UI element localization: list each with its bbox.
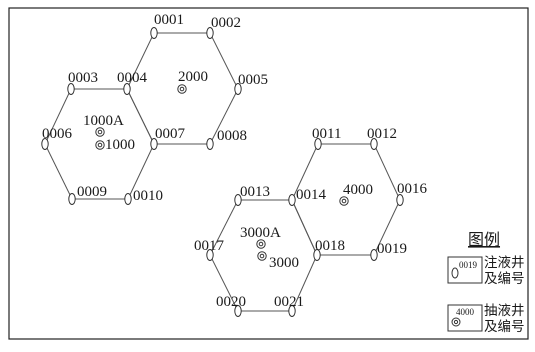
connection-0014-0011 xyxy=(291,143,319,201)
legend-injection-symbol-box xyxy=(447,256,483,284)
well-label-0014: 0014 xyxy=(296,187,327,203)
legend-injection-line1: 注液井 xyxy=(484,255,525,270)
well-label-3000A: 3000A xyxy=(240,225,281,241)
legend: 图例 0019 注液井 及编号 4000 抽液井 及编号 xyxy=(447,231,525,334)
connection-0017-0013 xyxy=(209,199,239,256)
well-label-0002: 0002 xyxy=(211,15,241,31)
connection-0016-0019 xyxy=(373,199,401,256)
legend-extraction-line1: 抽液井 xyxy=(484,303,525,318)
injection-well-0020 xyxy=(234,305,242,317)
injection-well-0013 xyxy=(234,194,242,206)
well-label-4000: 4000 xyxy=(343,182,373,198)
well-label-0019: 0019 xyxy=(377,241,407,257)
injection-well-0009 xyxy=(68,193,76,205)
connection-0004-0001 xyxy=(126,32,155,90)
extraction-well-3000 xyxy=(257,251,267,261)
legend-extraction-line2: 及编号 xyxy=(484,319,525,334)
well-label-0012: 0012 xyxy=(367,126,397,142)
injection-well-0017 xyxy=(206,249,214,261)
injection-well-0019 xyxy=(370,249,378,261)
well-label-0001: 0001 xyxy=(154,12,184,28)
well-label-1000: 1000 xyxy=(105,137,135,153)
connection-0020-0017 xyxy=(209,254,239,312)
extraction-well-3000A xyxy=(256,239,266,249)
injection-well-0012 xyxy=(370,138,378,150)
injection-well-0007 xyxy=(150,138,158,150)
injection-well-0014 xyxy=(288,194,296,206)
well-label-0018: 0018 xyxy=(315,238,345,254)
well-label-0017: 0017 xyxy=(194,238,225,254)
injection-well-0008 xyxy=(206,138,214,150)
well-label-0009: 0009 xyxy=(77,184,107,200)
injection-well-0002 xyxy=(206,27,214,39)
injection-well-0004 xyxy=(123,83,131,95)
extraction-well-1000 xyxy=(95,140,105,150)
well-label-0004: 0004 xyxy=(117,70,148,86)
well-label-0011: 0011 xyxy=(312,126,341,142)
injection-well-0018 xyxy=(313,249,321,261)
injection-well-0016 xyxy=(396,194,404,206)
well-label-0005: 0005 xyxy=(238,72,268,88)
well-label-2000: 2000 xyxy=(178,69,208,85)
connection-0005-0008 xyxy=(209,88,239,145)
connection-0018-0021 xyxy=(291,254,318,312)
well-label-0010: 0010 xyxy=(133,188,163,204)
legend-extraction-symbol-box xyxy=(447,304,483,332)
legend-extraction-code: 4000 xyxy=(456,307,475,317)
legend-injection-well-icon xyxy=(451,267,459,279)
extraction-well-1000A xyxy=(95,127,105,137)
well-label-0007: 0007 xyxy=(155,126,186,142)
extraction-well-4000 xyxy=(339,196,349,206)
well-label-0013: 0013 xyxy=(240,184,270,200)
connection-0006-0003 xyxy=(44,88,72,145)
well-label-0006: 0006 xyxy=(42,126,73,142)
injection-well-0001 xyxy=(150,27,158,39)
well-connections xyxy=(44,32,401,312)
well-label-3000: 3000 xyxy=(269,255,299,271)
well-label-0021: 0021 xyxy=(274,294,304,310)
legend-injection-line2: 及编号 xyxy=(484,271,525,286)
well-label-0008: 0008 xyxy=(217,128,247,144)
well-label-0003: 0003 xyxy=(68,70,98,86)
injection-well-0003 xyxy=(67,83,75,95)
connection-0007-0010 xyxy=(127,143,155,200)
injection-well-0011 xyxy=(314,138,322,150)
diagram-frame xyxy=(8,7,529,340)
connection-0004-0007 xyxy=(126,88,155,145)
connection-0012-0016 xyxy=(373,143,401,201)
injection-well-0005 xyxy=(234,83,242,95)
well-label-0020: 0020 xyxy=(216,294,246,310)
legend-extraction-well-core xyxy=(453,319,459,325)
legend-title: 图例 xyxy=(468,231,500,249)
connection-0009-0006 xyxy=(44,143,73,200)
extraction-well-2000 xyxy=(177,84,187,94)
well-label-0016: 0016 xyxy=(397,181,428,197)
well-markers xyxy=(41,27,404,317)
connection-0002-0005 xyxy=(209,32,239,90)
injection-well-0010 xyxy=(124,193,132,205)
connection-0014-0018 xyxy=(291,199,318,256)
well-label-1000A: 1000A xyxy=(83,113,124,129)
legend-injection-code: 0019 xyxy=(459,260,478,270)
injection-well-0006 xyxy=(41,138,49,150)
injection-well-0021 xyxy=(288,305,296,317)
